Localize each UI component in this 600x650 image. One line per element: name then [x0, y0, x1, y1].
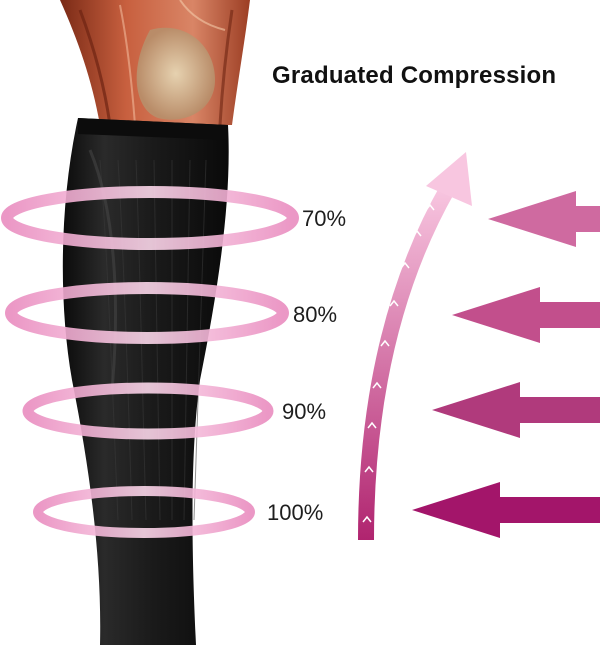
curved-up-arrow: [358, 152, 472, 541]
pressure-arrow-70: [488, 191, 600, 247]
level-label-80: 80%: [293, 302, 338, 327]
level-label-90: 90%: [282, 399, 327, 424]
compression-sleeve: [62, 118, 229, 645]
diagram-title: Graduated Compression: [272, 62, 557, 89]
compression-rings: [1, 186, 299, 538]
level-label-100: 100%: [267, 500, 324, 525]
leg-illustration-muscle: [60, 0, 250, 126]
level-label-70: 70%: [302, 206, 347, 231]
pressure-arrow-80: [452, 287, 600, 343]
pressure-arrows: [412, 191, 600, 538]
pressure-arrow-100: [412, 482, 600, 538]
pressure-arrow-90: [432, 382, 600, 438]
